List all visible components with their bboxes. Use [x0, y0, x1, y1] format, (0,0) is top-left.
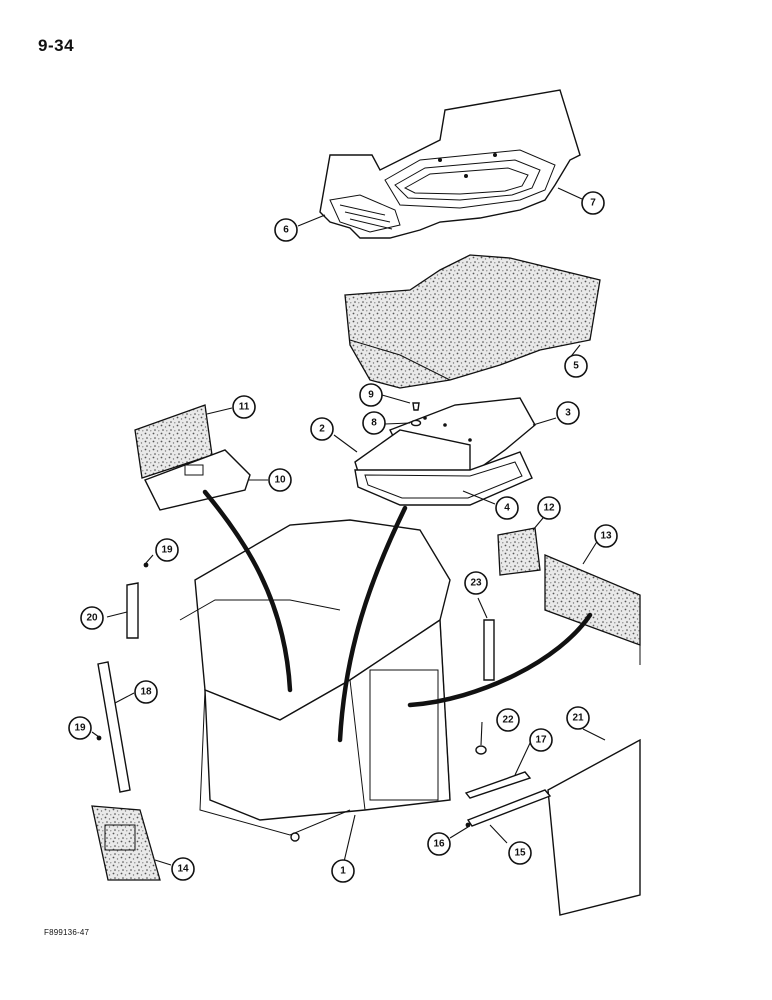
- corner-trim: [126, 582, 139, 639]
- svg-text:20: 20: [86, 613, 98, 624]
- figure-code: F899136-47: [44, 928, 90, 937]
- rear-panel: [91, 805, 161, 881]
- floor-plate: [354, 397, 536, 506]
- svg-text:5: 5: [573, 361, 579, 372]
- callout-2: 2: [310, 417, 334, 441]
- callout-9: 9: [359, 383, 383, 407]
- callout-8: 8: [362, 411, 386, 435]
- callout-21: 21: [566, 706, 590, 730]
- floor-insulation: [344, 254, 601, 389]
- svg-text:19: 19: [161, 545, 173, 556]
- svg-text:12: 12: [543, 503, 555, 514]
- floor-mat: [319, 89, 581, 239]
- svg-text:23: 23: [470, 578, 482, 589]
- leader-insulation-to-frame: [407, 612, 593, 708]
- svg-text:3: 3: [565, 408, 571, 419]
- svg-text:15: 15: [514, 848, 526, 859]
- leader-panel-to-frame: [202, 489, 293, 693]
- callout-23: 23: [464, 571, 488, 595]
- svg-text:10: 10: [274, 475, 286, 486]
- svg-text:19: 19: [74, 723, 86, 734]
- callout-11: 11: [232, 395, 256, 419]
- svg-text:7: 7: [590, 198, 596, 209]
- callout-19-bottom: 19: [68, 716, 92, 740]
- svg-text:17: 17: [535, 735, 547, 746]
- svg-text:1: 1: [340, 866, 346, 877]
- callout-7: 7: [581, 191, 605, 215]
- svg-text:9: 9: [368, 390, 374, 401]
- window-channel: [464, 771, 532, 799]
- svg-text:2: 2: [319, 424, 325, 435]
- callout-3: 3: [556, 401, 580, 425]
- svg-text:6: 6: [283, 225, 289, 236]
- svg-text:8: 8: [371, 418, 377, 429]
- callout-22: 22: [496, 708, 520, 732]
- side-panel-left: [134, 404, 251, 511]
- callout-14: 14: [171, 857, 195, 881]
- callout-18: 18: [134, 680, 158, 704]
- svg-text:16: 16: [433, 839, 445, 850]
- callout-1: 1: [331, 859, 355, 883]
- callout-19-top: 19: [155, 538, 179, 562]
- svg-text:18: 18: [140, 687, 152, 698]
- svg-text:13: 13: [600, 531, 612, 542]
- svg-text:4: 4: [504, 503, 510, 514]
- callout-5: 5: [564, 354, 588, 378]
- cab-frame: [179, 519, 451, 842]
- leader-plate-to-frame: [337, 505, 408, 743]
- callout-16: 16: [427, 832, 451, 856]
- svg-text:22: 22: [502, 715, 514, 726]
- callout-4: 4: [495, 496, 519, 520]
- svg-text:14: 14: [177, 864, 189, 875]
- svg-text:21: 21: [572, 713, 584, 724]
- trim-strip: [97, 661, 131, 793]
- page-number: 9-34: [38, 36, 75, 55]
- callout-15: 15: [508, 841, 532, 865]
- bolt-and-washer: [410, 402, 422, 427]
- callout-6: 6: [274, 218, 298, 242]
- side-window: [547, 738, 641, 916]
- window-seal: [466, 789, 552, 827]
- svg-text:11: 11: [239, 402, 250, 413]
- callout-12: 12: [537, 496, 561, 520]
- callout-20: 20: [80, 606, 104, 630]
- fastener-screws: [96, 562, 471, 828]
- callout-17: 17: [529, 728, 553, 752]
- plug: [475, 745, 487, 755]
- side-insulation-right: [497, 527, 641, 665]
- callout-13: 13: [594, 524, 618, 548]
- pillar-trim: [483, 619, 495, 681]
- callout-10: 10: [268, 468, 292, 492]
